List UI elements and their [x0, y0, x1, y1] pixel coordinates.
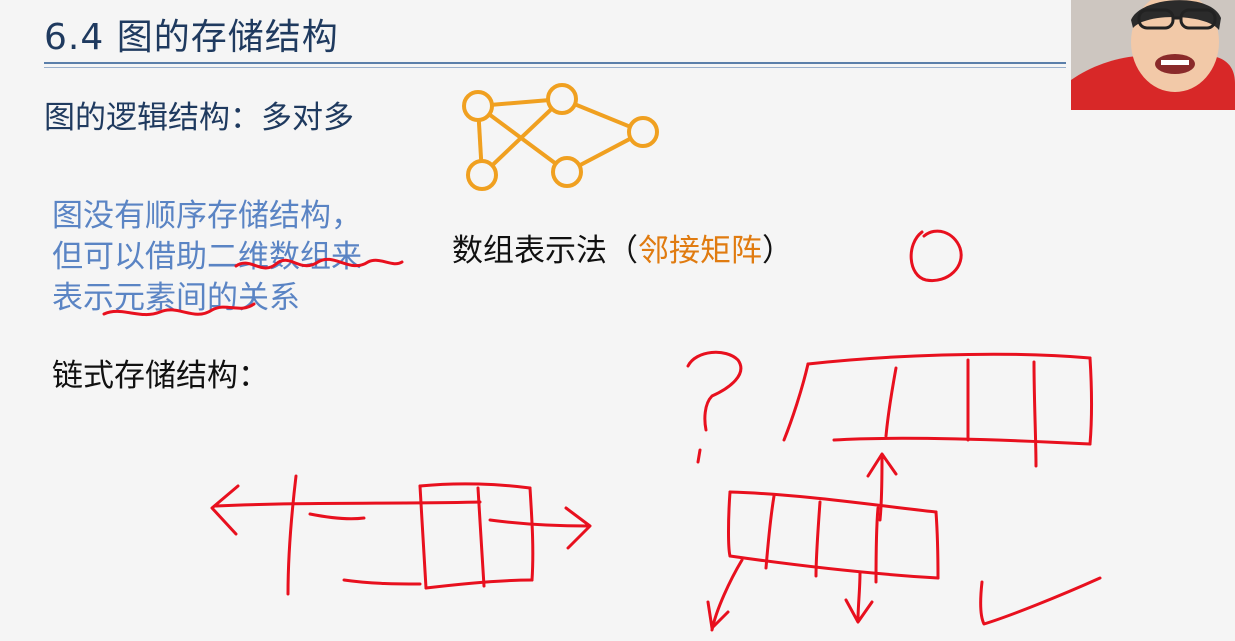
- ink-stroke: [706, 600, 730, 630]
- arrow-head: [844, 598, 874, 624]
- table-border: [934, 510, 940, 580]
- graph-edge: [480, 97, 564, 177]
- ink-stroke: [286, 474, 298, 596]
- question-mark-stroke: [686, 350, 743, 432]
- underline-stroke: [102, 302, 256, 317]
- table-border: [728, 554, 940, 580]
- arrow-head: [866, 452, 898, 478]
- graph-node: [627, 116, 659, 148]
- title-divider-thin: [44, 67, 1066, 68]
- table-divider: [874, 506, 880, 584]
- node-border: [418, 484, 428, 590]
- table-border: [832, 436, 1092, 446]
- adjacency-matrix-highlight: 邻接矩阵: [638, 233, 762, 269]
- note-line: 但可以借助二维数组来: [52, 239, 362, 275]
- presenter-icon: [1071, 0, 1235, 110]
- arrow-shaft: [488, 518, 590, 528]
- table-border: [728, 490, 938, 514]
- table-border: [782, 362, 810, 442]
- table-border: [1088, 356, 1093, 446]
- arrow-head: [564, 506, 592, 550]
- array-label-suffix: ）: [762, 233, 793, 269]
- presenter-webcam: [1071, 0, 1235, 110]
- ink-stroke: [342, 578, 422, 586]
- arrow-shaft: [856, 570, 862, 622]
- table-divider: [764, 494, 776, 570]
- node-border: [418, 482, 532, 490]
- table-border: [806, 352, 1092, 366]
- ink-circle: [909, 229, 963, 283]
- array-label-prefix: 数组表示法（: [452, 233, 638, 269]
- arrow-shaft: [214, 500, 482, 508]
- table-divider: [884, 366, 898, 438]
- table-divider: [814, 500, 822, 578]
- question-mark-dot: [696, 448, 702, 464]
- node-border: [424, 578, 534, 590]
- node-divider: [476, 486, 486, 588]
- table-border: [727, 490, 732, 558]
- graph-node: [551, 156, 583, 188]
- sequential-storage-note: 图没有顺序存储结构，但可以借助二维数组来表示元素间的关系: [52, 196, 362, 319]
- ink-stroke: [710, 558, 744, 632]
- ink-stroke: [979, 576, 1102, 626]
- array-representation-label: 数组表示法（邻接矩阵）: [452, 225, 793, 270]
- slide-title: 6.4 图的存储结构: [44, 17, 339, 58]
- graph-node: [462, 90, 494, 122]
- note-line: 图没有顺序存储结构，: [52, 198, 362, 234]
- linked-storage-label: 链式存储结构：: [52, 358, 269, 394]
- node-border: [528, 486, 535, 582]
- graph-node: [546, 83, 578, 115]
- table-divider: [1032, 360, 1038, 468]
- arrow-head: [210, 484, 240, 536]
- arrow-shaft: [878, 456, 884, 522]
- graph-node: [466, 159, 498, 191]
- title-divider: [44, 62, 1066, 64]
- underline-stroke: [234, 257, 404, 270]
- logic-structure-label: 图的逻辑结构：多对多: [44, 100, 354, 136]
- ink-stroke: [308, 512, 366, 521]
